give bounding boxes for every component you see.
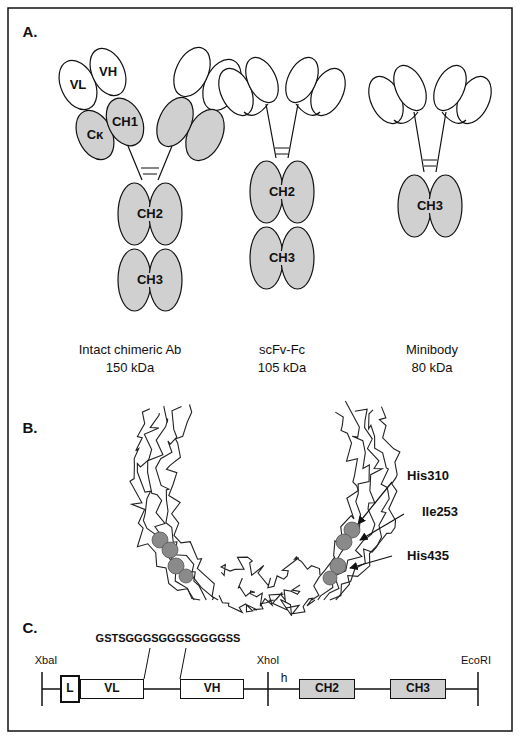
gene-segment-box: VH — [180, 679, 244, 699]
panel-letter: A. — [23, 23, 38, 40]
domain-ellipse-outline — [99, 92, 151, 152]
annotation-text: XhoI — [257, 654, 280, 667]
domain-ellipse: CH3 — [397, 174, 463, 238]
domain-ellipse-outline — [83, 43, 133, 102]
annotation-text: GSTSGGGSGGGSGGGGSS — [96, 632, 241, 645]
annotation-text: 105 kDa — [258, 361, 306, 376]
domain-ellipse: CH2 — [249, 160, 315, 224]
callout-arrows — [350, 482, 404, 568]
domain-ellipse: VH — [91, 46, 125, 98]
annotation-text: scFv-Fc — [259, 343, 305, 358]
gene-segment-box: L — [60, 675, 80, 703]
annotation-text: XbaI — [35, 654, 58, 667]
domain-ellipse: CH3 — [117, 248, 183, 312]
backbone-strand — [238, 578, 300, 606]
construct-map-lines — [42, 648, 478, 706]
annotation-text: His310 — [407, 469, 449, 484]
residue-spheres — [152, 522, 360, 585]
domain-label: CH3 — [415, 199, 445, 213]
domain-label: CH2 — [267, 185, 297, 199]
domain-label: CH3 — [267, 251, 297, 265]
annotation-text: Intact chimeric Ab — [79, 343, 182, 358]
annotation-text: 150 kDa — [106, 361, 154, 376]
domain-label: VH — [99, 65, 117, 79]
domain-label: CH2 — [315, 682, 339, 695]
antibody-sketch — [128, 42, 498, 180]
annotation-text: Minibody — [406, 343, 458, 358]
panel-letter: C. — [23, 619, 38, 636]
backbone-strand — [312, 412, 358, 600]
annotation-text: Ile253 — [422, 505, 458, 520]
construct-backbone-line — [144, 688, 180, 690]
gene-segment-box: CH3 — [390, 679, 446, 699]
backbone-strand — [330, 410, 389, 600]
backbone-strand — [156, 406, 214, 600]
domain-label: L — [66, 682, 73, 695]
panel-letter: B. — [23, 419, 38, 436]
domain-label: Cκ — [87, 128, 104, 142]
construct-backbone-line — [244, 688, 299, 690]
backbone-strand — [221, 557, 320, 588]
annotation-text: 80 kDa — [411, 361, 452, 376]
domain-label: CH3 — [135, 273, 165, 287]
domain-label: CH3 — [406, 682, 430, 695]
construct-backbone-line — [355, 688, 390, 690]
backbone-strand — [130, 409, 194, 600]
domain-ellipse: CH3 — [249, 226, 315, 290]
domain-label: CH2 — [135, 207, 165, 221]
protein-backbone-trace — [130, 401, 400, 616]
domain-label: CH1 — [112, 115, 138, 129]
domain-ellipse: CH2 — [117, 182, 183, 246]
domain-label: VL — [70, 78, 87, 92]
domain-label: VL — [104, 682, 119, 695]
annotation-text: EcoRI — [461, 654, 491, 667]
domain-ellipse: CH1 — [107, 96, 143, 148]
backbone-strand — [166, 405, 218, 600]
gene-segment-box: VL — [80, 679, 144, 699]
gene-segment-box: CH2 — [299, 679, 355, 699]
annotation-text: h — [281, 672, 288, 686]
backbone-strand — [219, 592, 315, 615]
backbone-strand — [148, 406, 207, 600]
domain-label: VH — [204, 682, 221, 695]
figure-frame — [8, 8, 512, 731]
annotation-text: His435 — [407, 549, 449, 564]
